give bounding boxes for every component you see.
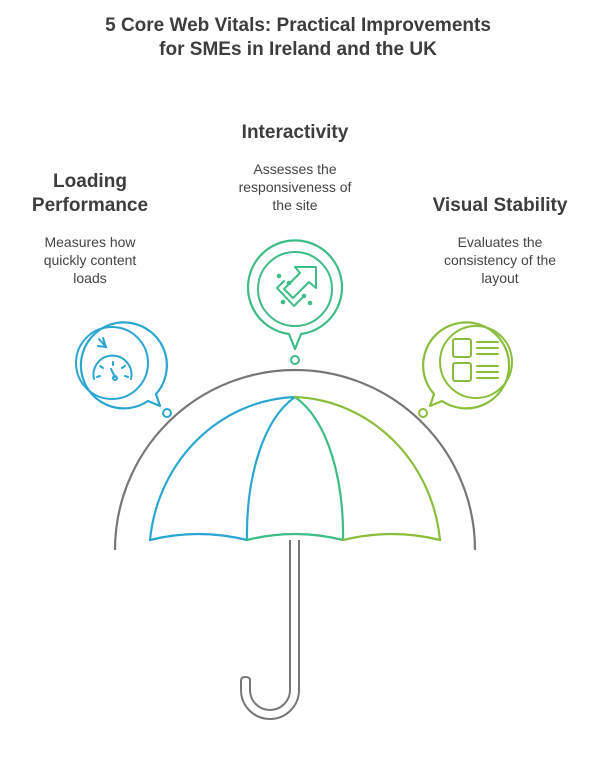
desc-visual-line-1: Evaluates the [457, 234, 543, 250]
cursor-click-icon [276, 266, 317, 307]
desc-visual-line-3: layout [481, 270, 519, 286]
desc-loading-performance: Measures how quickly content loads [20, 233, 160, 287]
heading-loading-line-1: Loading [53, 171, 127, 192]
desc-interactivity: Assesses the responsiveness of the site [205, 160, 385, 214]
heading-interactivity: Interactivity [205, 121, 385, 145]
desc-interactivity-line-1: Assesses the [253, 161, 337, 177]
desc-interactivity-line-2: responsiveness of [238, 179, 352, 195]
loading-bubble [75, 321, 168, 410]
desc-interactivity-line-3: the site [272, 197, 318, 213]
umbrella-canopy [148, 395, 442, 542]
umbrella-handle [240, 540, 300, 720]
speedometer-icon [92, 337, 133, 381]
canopy-left-blue [148, 395, 297, 542]
canopy-middle-bottom-green [245, 532, 345, 542]
heading-loading-performance: Loading Performance [20, 170, 160, 218]
desc-loading-line-2: quickly content [43, 252, 137, 268]
heading-interactivity-line-1: Interactivity [241, 122, 349, 143]
title-line-2: for SMEs in Ireland and the UK [159, 39, 437, 60]
canopy-right-bottom-lime [341, 532, 442, 542]
interactivity-bubble [246, 239, 344, 351]
canopy-left-bottom-blue [148, 532, 249, 542]
outer-arc [113, 368, 477, 551]
loading-bubble-outline [79, 321, 168, 410]
diagram-title: 5 Core Web Vitals: Practical Improvement… [0, 14, 596, 62]
layout-grid-icon [452, 338, 499, 382]
visual-bubble [422, 321, 513, 410]
canopy-right-lime [293, 395, 442, 542]
desc-loading-line-3: loads [73, 270, 107, 286]
connector-dot-visual [418, 408, 428, 418]
title-line-1: 5 Core Web Vitals: Practical Improvement… [105, 15, 491, 36]
canopy-left-inner-blue [245, 395, 297, 542]
desc-visual-stability: Evaluates the consistency of the layout [415, 233, 585, 287]
desc-visual-line-2: consistency of the [443, 252, 557, 268]
heading-visual-stability: Visual Stability [415, 194, 585, 218]
canopy-right-inner-green [293, 395, 345, 542]
heading-visual-line-1: Visual Stability [432, 195, 568, 216]
heading-loading-line-2: Performance [31, 195, 149, 216]
connector-dot-interactivity [290, 355, 300, 365]
desc-loading-line-1: Measures how [44, 234, 136, 250]
connector-dot-loading [162, 408, 172, 418]
